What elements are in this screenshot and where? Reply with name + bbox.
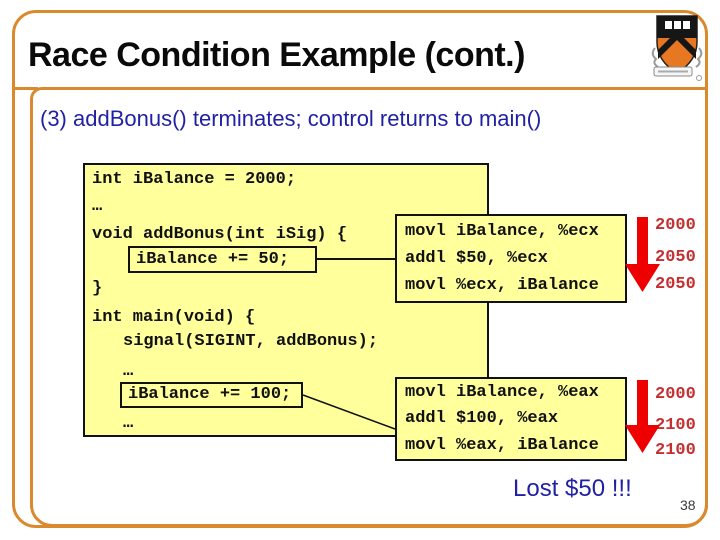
princeton-shield-graphic: [651, 15, 703, 81]
highlighted-statement-box-main: iBalance += 100;: [120, 382, 303, 408]
asm-box-main: movl iBalance, %eax addl $100, %eax movl…: [395, 377, 627, 461]
code-line: iBalance += 50;: [136, 249, 290, 269]
code-line: int iBalance = 2000;: [92, 170, 297, 189]
result-text: Lost $50 !!!: [513, 475, 632, 502]
code-line: int main(void) {: [92, 308, 256, 327]
code-line: }: [92, 279, 103, 298]
register-value: 2050: [655, 248, 696, 267]
register-value: 2100: [655, 441, 696, 460]
register-value: 2050: [655, 275, 696, 294]
page-number: 38: [680, 497, 696, 513]
code-line: …: [123, 362, 134, 381]
asm-instruction: addl $100, %eax: [405, 409, 559, 428]
asm-box-addbonus: movl iBalance, %ecx addl $50, %ecx movl …: [395, 214, 627, 303]
register-value: 2000: [655, 216, 696, 235]
code-line: void addBonus(int iSig) {: [92, 225, 348, 244]
register-value: 2100: [655, 416, 696, 435]
slide-title: Race Condition Example (cont.): [28, 36, 525, 74]
content-panel-border: [30, 87, 708, 527]
title-divider: [12, 87, 38, 90]
asm-instruction: movl iBalance, %ecx: [405, 222, 599, 241]
register-value: 2000: [655, 385, 696, 404]
code-line: iBalance += 100;: [128, 385, 292, 404]
asm-instruction: movl %eax, iBalance: [405, 436, 599, 455]
princeton-shield-icon: [649, 14, 705, 84]
code-line: …: [123, 414, 134, 433]
asm-instruction: movl %ecx, iBalance: [405, 276, 599, 295]
highlighted-statement-box-addbonus: iBalance += 50;: [128, 246, 317, 273]
step-caption: (3) addBonus() terminates; control retur…: [40, 106, 542, 131]
asm-instruction: movl iBalance, %eax: [405, 383, 599, 402]
code-line: …: [92, 197, 103, 216]
code-line: signal(SIGINT, addBonus);: [123, 332, 379, 351]
asm-instruction: addl $50, %ecx: [405, 249, 548, 268]
